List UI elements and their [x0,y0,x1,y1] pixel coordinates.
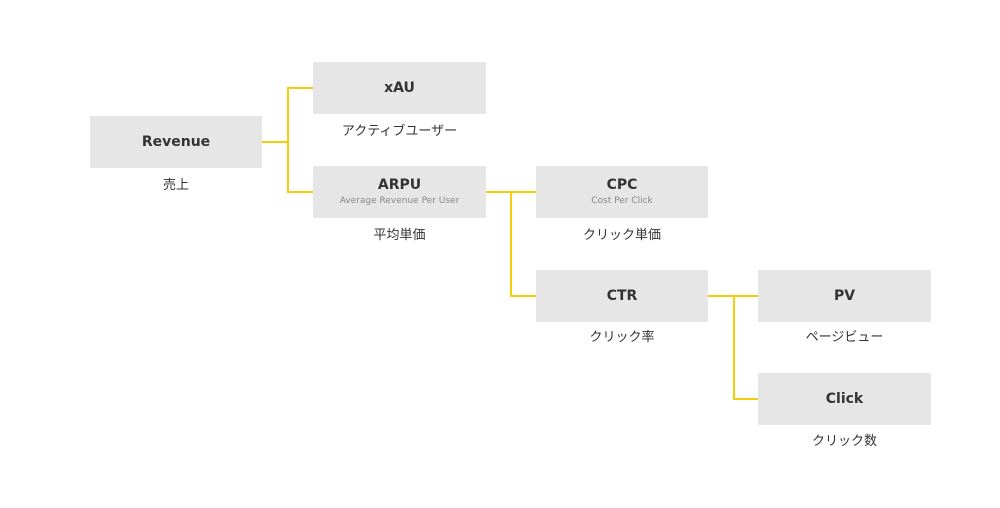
node-revenue-caption: 売上 [162,178,189,193]
node-xau-caption: アクティブユーザー [341,124,458,139]
node-pv-title: PV [833,287,856,304]
node-ctr: CTR [536,270,708,322]
node-ctr-caption: クリック率 [589,330,655,345]
node-click: Click [758,373,931,425]
node-arpu-caption: 平均単価 [373,228,426,243]
node-click-caption: クリック数 [811,434,877,449]
connector-ctr-click [708,295,758,400]
node-revenue-title: Revenue [141,133,211,150]
connector-arpu-ctr [486,191,536,297]
node-pv: PV [758,270,931,322]
node-pv-caption: ページビュー [805,330,884,345]
node-arpu-subtitle: Average Revenue Per User [339,196,460,206]
node-cpc-title: CPC [606,177,638,193]
node-arpu: ARPU Average Revenue Per User [313,166,486,218]
node-cpc: CPC Cost Per Click [536,166,708,218]
node-click-title: Click [825,390,864,407]
connector-revenue-arpu [262,141,313,193]
node-arpu-title: ARPU [377,177,422,193]
node-xau: xAU [313,62,486,114]
node-ctr-title: CTR [606,287,638,304]
connector-revenue-xau [262,87,313,143]
node-cpc-subtitle: Cost Per Click [591,196,653,206]
node-revenue: Revenue [90,116,262,168]
node-xau-title: xAU [384,79,415,96]
node-cpc-caption: クリック単価 [582,228,661,243]
